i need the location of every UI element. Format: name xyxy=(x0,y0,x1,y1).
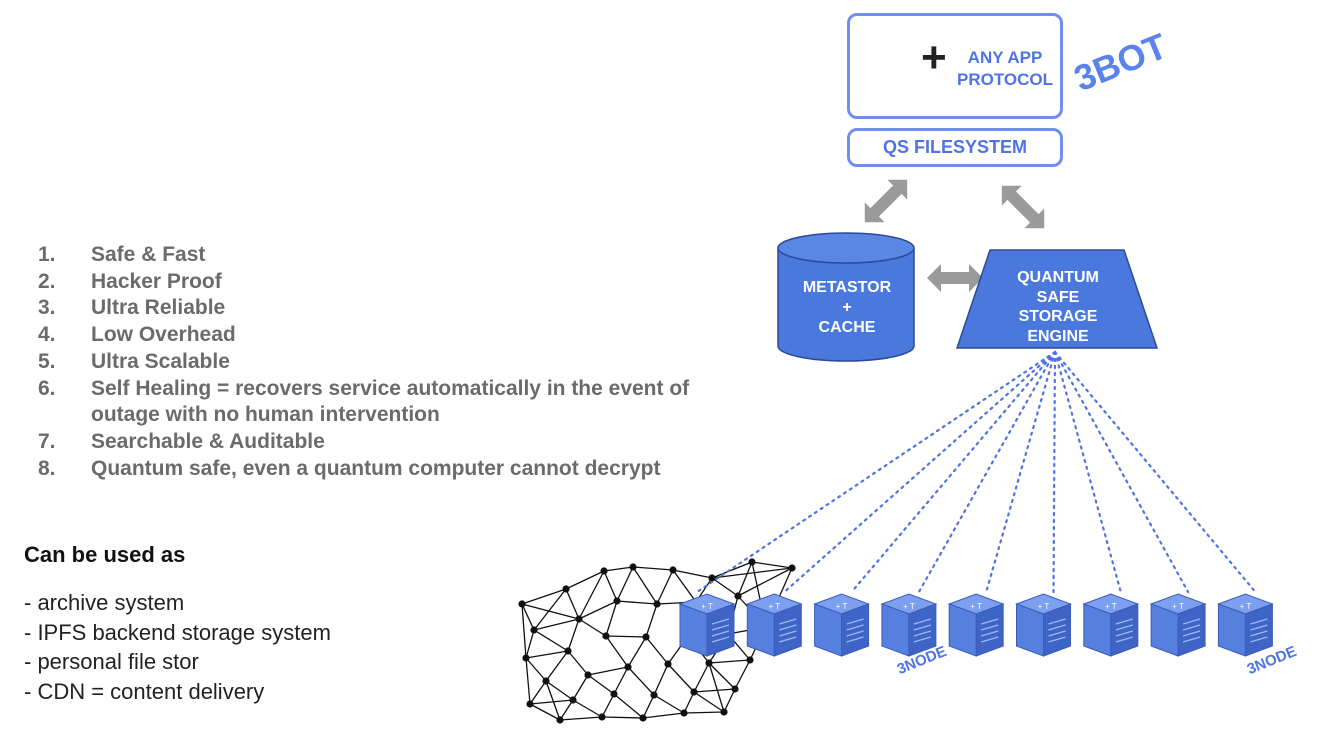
metastor-line: METASTOR xyxy=(802,279,892,296)
3node-cube-icon: + T xyxy=(1149,593,1207,657)
engine-line: QUANTUM xyxy=(1017,269,1099,286)
feature-number: 8. xyxy=(38,456,56,480)
3node-cube-icon: + T xyxy=(1015,593,1072,657)
feature-text: Self Healing = recovers service automati… xyxy=(91,376,690,427)
storage-engine-label: QUANTUM SAFE STORAGE ENGINE xyxy=(978,268,1138,346)
node-cubes: + T + T + T + T + T + T + T + T + T xyxy=(678,593,1274,657)
app-protocol-label: ANY APP PROTOCOL xyxy=(950,47,1060,91)
metastor-cylinder xyxy=(777,232,915,362)
node-badge-label: + T xyxy=(1038,602,1050,611)
feature-text: Safe & Fast xyxy=(91,243,206,266)
node-badge-label: + T xyxy=(1105,602,1117,611)
use-item: - CDN = content delivery xyxy=(24,678,265,704)
node-badge-label: + T xyxy=(1240,602,1252,611)
storage-engine-shape xyxy=(955,249,1159,349)
3node-cube-icon: + T xyxy=(1216,593,1274,657)
feature-number: 4. xyxy=(38,323,56,347)
engine-line: STORAGE xyxy=(1018,308,1098,325)
qs-filesystem-box: QS FILESYSTEM xyxy=(847,128,1063,167)
feature-text: Ultra Reliable xyxy=(91,296,226,320)
uses-title: Can be used as xyxy=(24,542,186,567)
double-arrow-icon xyxy=(927,264,983,292)
use-item: - archive system xyxy=(24,590,185,615)
node-badge-label: + T xyxy=(903,602,915,611)
3node-cube-icon: + T xyxy=(1082,593,1140,657)
uses-list: - archive system - IPFS backend storage … xyxy=(24,588,331,706)
feature-text: Ultra Scalable xyxy=(91,349,230,373)
feature-item: 1. Safe & Fast xyxy=(38,242,758,269)
app-label-line: ANY APP xyxy=(967,48,1043,67)
feature-text: Hacker Proof xyxy=(91,269,222,293)
engine-line: SAFE xyxy=(1036,288,1080,306)
use-item: - personal file stor xyxy=(24,649,199,674)
feature-text: Searchable & Auditable xyxy=(91,429,325,453)
feature-list: 1. Safe & Fast 2. Hacker Proof 3. Ultra Rel… xyxy=(38,242,758,482)
metastor-label: METASTOR + CACHE xyxy=(780,278,914,338)
feature-item: 5. Ultra Scalable xyxy=(38,349,758,376)
node-badge-label: + T xyxy=(836,602,848,611)
plus-sign: + xyxy=(921,33,947,82)
feature-number: 2. xyxy=(38,269,56,293)
feature-number: 3. xyxy=(38,296,56,320)
feature-item: 4. Low Overhead xyxy=(38,322,758,349)
3node-cube-icon: + T xyxy=(880,593,938,657)
3node-cube-icon: + T xyxy=(678,593,736,657)
node-badge-label: + T xyxy=(1172,602,1184,611)
protocol-label-line: PROTOCOL xyxy=(956,70,1054,89)
3node-cube-icon: + T xyxy=(813,593,871,657)
3node-cube-icon: + T xyxy=(745,593,803,657)
feature-item: 2. Hacker Proof xyxy=(38,269,758,296)
feature-item: 8. Quantum safe, even a quantum computer … xyxy=(38,456,758,483)
feature-text: Low Overhead xyxy=(91,323,236,347)
metastor-plus-line: + xyxy=(842,299,852,316)
double-arrow-icon xyxy=(864,179,908,223)
engine-line: ENGINE xyxy=(1027,327,1089,345)
feature-item: 7. Searchable & Auditable xyxy=(38,429,758,456)
connection-lines xyxy=(695,350,1257,594)
node-badge-label: + T xyxy=(970,602,982,611)
feature-item: 6. Self Healing = recovers service automa… xyxy=(38,376,758,429)
feature-number: 7. xyxy=(38,429,56,453)
node-badge-label: + T xyxy=(701,602,713,611)
feature-item: 3. Ultra Reliable xyxy=(38,295,758,322)
feature-number: 1. xyxy=(38,243,56,266)
feature-text: Quantum safe, even a quantum computer ca… xyxy=(91,456,661,480)
feature-number: 6. xyxy=(38,376,56,400)
double-arrow-icon xyxy=(1001,185,1045,229)
node-badge-label: + T xyxy=(768,602,780,611)
cache-line: CACHE xyxy=(818,319,876,336)
use-item: - IPFS backend storage system xyxy=(24,619,331,645)
3node-cube-icon: + T xyxy=(947,593,1005,657)
feature-number: 5. xyxy=(38,349,56,373)
app-protocol-box xyxy=(847,13,1063,119)
